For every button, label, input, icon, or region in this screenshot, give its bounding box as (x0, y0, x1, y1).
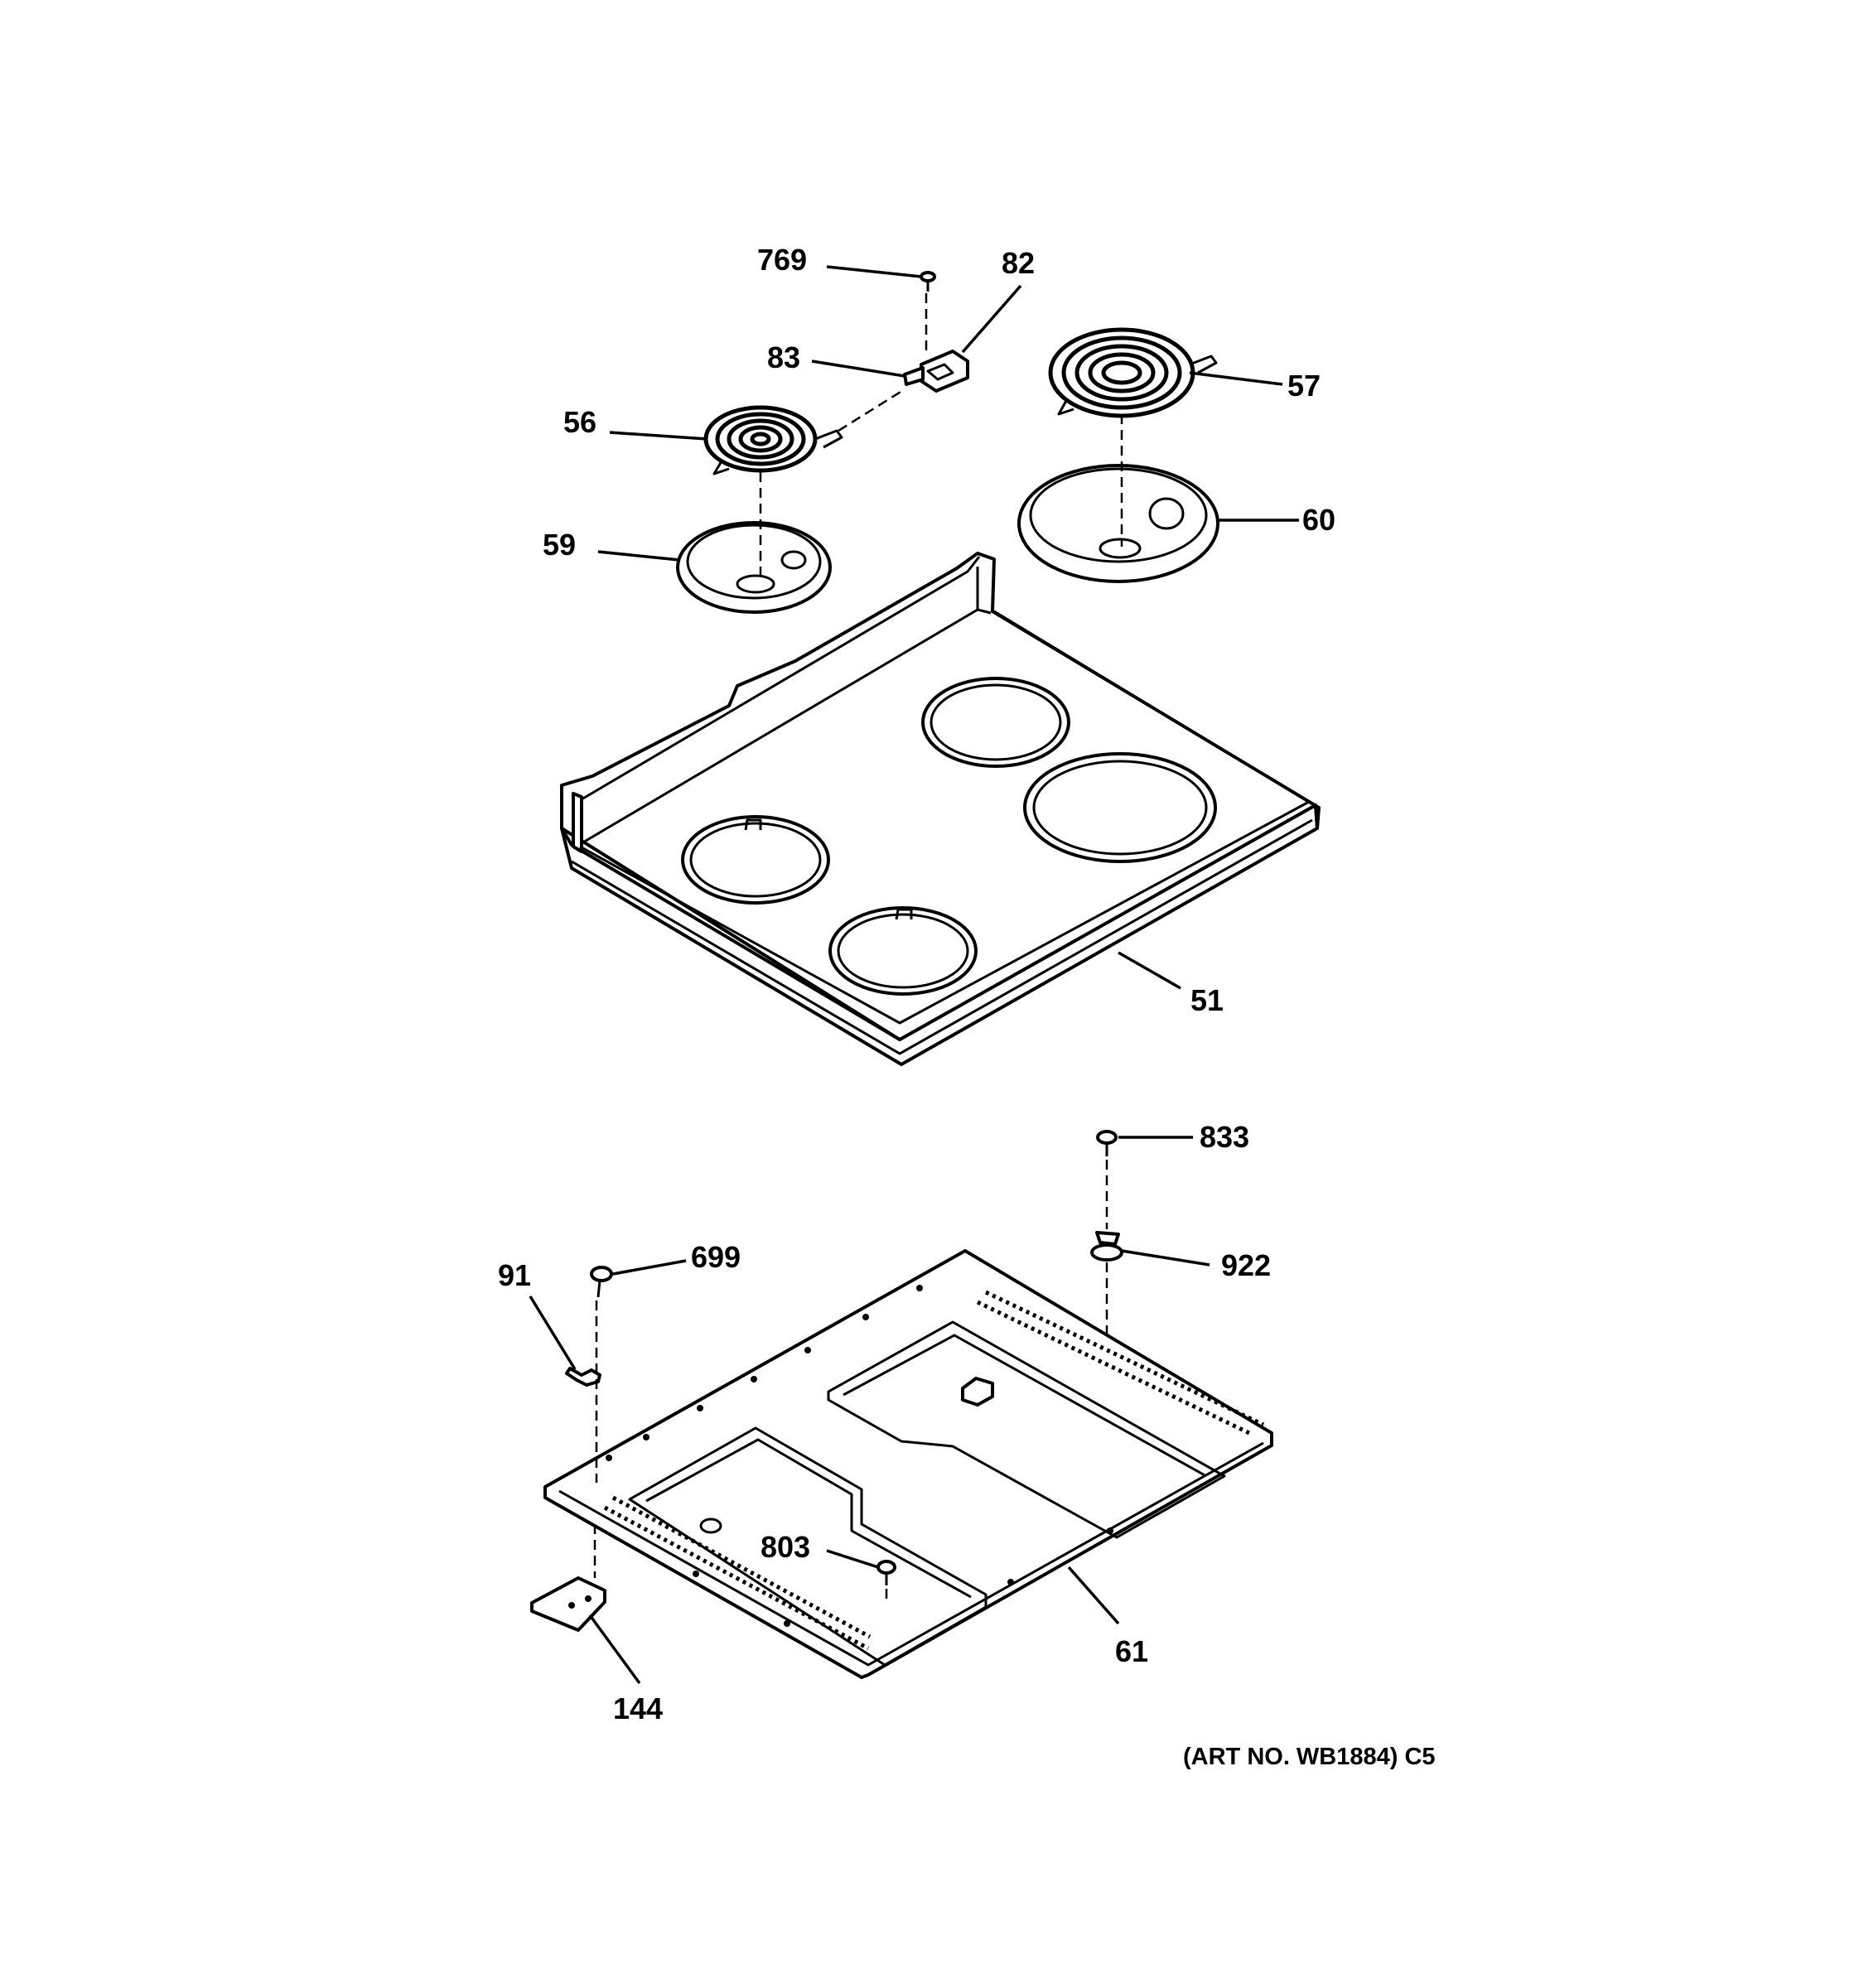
bottom-panel-61 (543, 1249, 1273, 1679)
callout-82: 82 (1002, 246, 1035, 280)
surface-unit-small-56 (703, 405, 843, 475)
terminal-block-82 (920, 350, 969, 393)
callout-51: 51 (1190, 983, 1224, 1017)
callout-144: 144 (613, 1691, 663, 1725)
art-number: (ART NO. WB1884) C5 (1183, 1744, 1436, 1770)
callout-833: 833 (1200, 1120, 1249, 1154)
callout-83: 83 (767, 340, 800, 374)
callout-60: 60 (1302, 503, 1335, 537)
callout-56: 56 (563, 405, 596, 439)
callout-59: 59 (543, 528, 576, 562)
bracket-83 (903, 366, 925, 386)
cooktop-51 (560, 552, 1321, 1066)
leveling-leg-922 (1090, 1231, 1123, 1262)
screw-769 (920, 271, 936, 292)
bracket-144 (530, 1576, 606, 1632)
drip-pan-small-59 (676, 521, 832, 614)
callout-91: 91 (498, 1258, 531, 1292)
callout-57: 57 (1287, 369, 1321, 403)
clip-91 (565, 1367, 601, 1387)
screw-699 (590, 1266, 613, 1298)
callout-803: 803 (761, 1530, 810, 1564)
callout-61: 61 (1115, 1634, 1148, 1668)
drip-pan-large-60 (1017, 464, 1219, 583)
callout-769: 769 (757, 243, 807, 277)
callout-922: 922 (1221, 1248, 1271, 1282)
screw-833 (1096, 1130, 1118, 1156)
callout-699: 699 (691, 1240, 741, 1274)
